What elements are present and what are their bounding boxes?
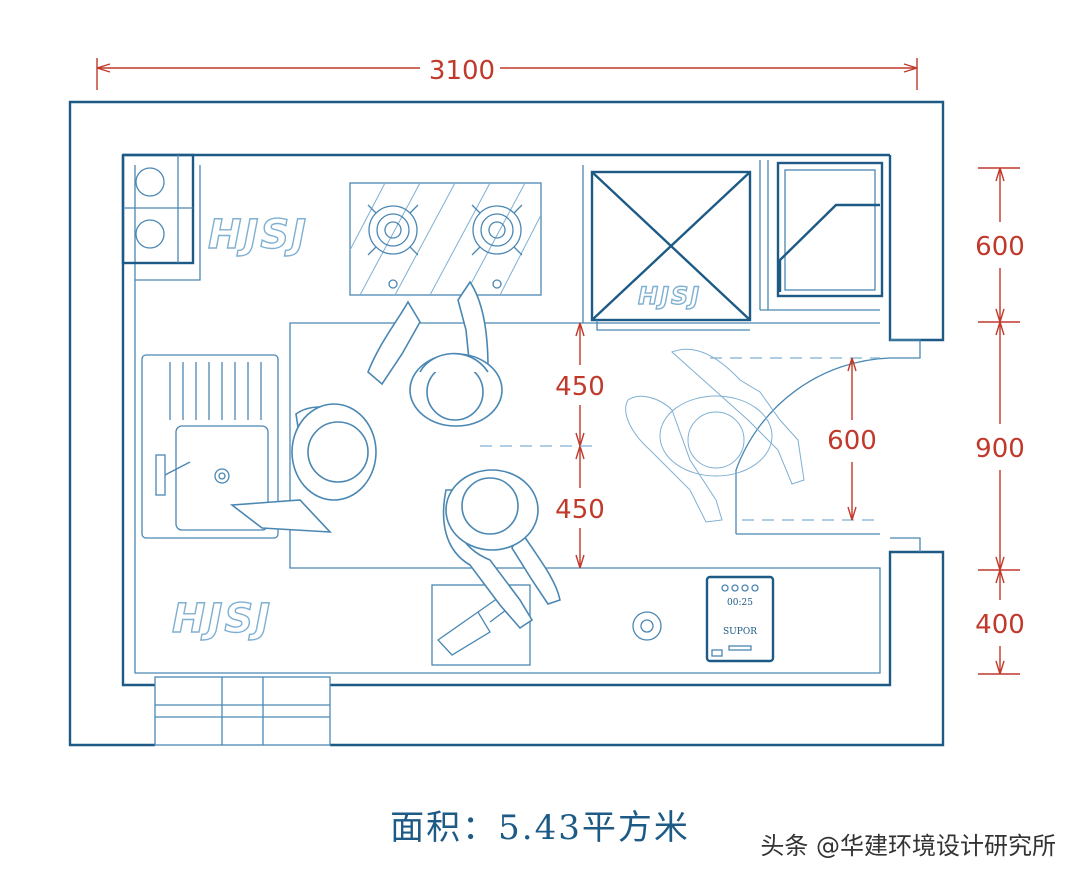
dimension-door: 600 [827,357,877,521]
dim-gap-lower-label: 450 [555,495,605,525]
dim-gap-upper-label: 450 [555,372,605,402]
rice-cooker-display: 00:25 [727,598,753,608]
hjsj-logo-bottom: HJSJ [172,596,272,642]
gas-stove [349,182,542,296]
counter-edges [134,160,881,674]
hjsj-logo-top: HJSJ [208,212,308,258]
tall-cabinet [776,161,884,298]
dimension-gaps: 450 450 [480,322,605,569]
dim-cabinet-bottom-label: 400 [975,610,1025,640]
hjsj-logo-fridge: HJSJ [638,282,701,310]
dimension-right: 600 900 400 [975,167,1025,675]
burner-left [367,204,419,256]
person-center [442,469,561,630]
sink [141,354,279,539]
gas-tank-cabinet [121,153,195,265]
dim-width-label: 3100 [429,56,495,86]
person-at-sink [229,403,377,533]
area-label: 面积：5.43平方米 [390,808,690,848]
refrigerator [590,170,752,331]
person-at-door [625,348,805,523]
drain-board [169,362,262,420]
rice-cooker-brand: SUPOR [723,627,757,637]
dim-cabinet-top-label: 600 [975,232,1025,262]
dim-aisle-label: 900 [975,434,1025,464]
dimension-width: 3100 [96,56,918,90]
round-pot [632,611,662,641]
dim-door-label: 600 [827,426,877,456]
outer-walls [68,100,945,747]
rice-cooker: 00:25 SUPOR [705,575,775,663]
burner-right [471,204,523,256]
watermark: 头条 @华建环境设计研究所 [760,832,1056,860]
window [154,676,331,746]
person-at-stove [367,280,503,427]
